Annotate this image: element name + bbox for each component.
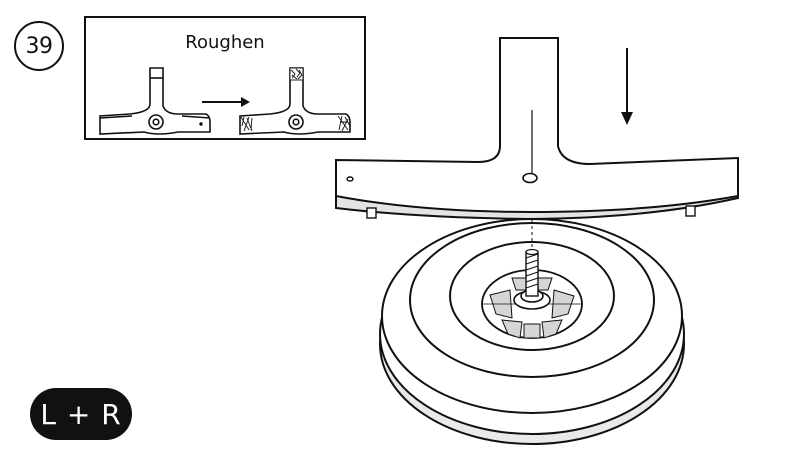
t-bracket [335,37,739,221]
bracket-before [99,67,211,135]
roughen-illustration [99,67,351,135]
roughen-inset-panel: Roughen [84,16,366,140]
roughened-texture-left [240,116,253,132]
left-right-badge: L + R [30,388,132,440]
roughened-texture-top [289,67,304,81]
bolt [513,248,551,310]
bracket-after [239,67,351,135]
down-arrow-icon [621,48,633,125]
roughened-texture-right [337,115,351,132]
right-arrow-icon [202,97,250,107]
left-right-label: L + R [40,397,122,431]
step-number: 39 [25,33,54,59]
step-number-badge: 39 [14,21,64,71]
inset-title: Roughen [185,32,265,53]
